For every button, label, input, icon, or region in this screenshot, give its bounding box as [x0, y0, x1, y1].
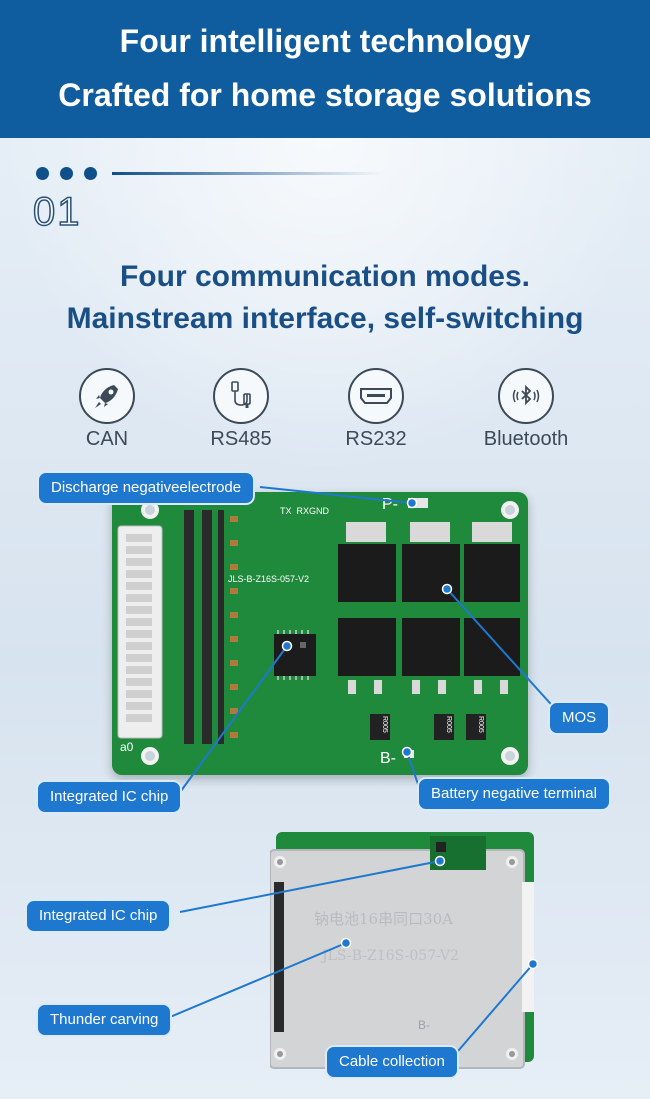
dot-1 — [36, 167, 49, 180]
callout-ic-chip-bottom: Integrated IC chip — [25, 899, 172, 933]
engraving-line1: 钠电池16串同口30A — [314, 910, 454, 928]
section-title-line2: Mainstream interface, self-switching — [66, 302, 584, 335]
section-divider-line — [112, 172, 382, 175]
callout-thunder-carving: Thunder carving — [36, 1003, 173, 1037]
shunt-label-1: R005 — [381, 716, 388, 733]
hdmi-port-icon — [348, 368, 404, 424]
mode-bluetooth: Bluetooth — [466, 368, 586, 451]
callout-ic-chip-top: Integrated IC chip — [36, 780, 183, 814]
shunt-label-2: R005 — [445, 716, 452, 733]
cover-corner-label: B- — [418, 1018, 430, 1032]
banner-title-line2: Crafted for home storage solutions — [58, 77, 592, 113]
silkscreen-part-number: JLS-B-Z16S-057-V2 — [228, 574, 310, 584]
banner-title-line1: Four intelligent technology — [119, 23, 531, 59]
callout-cable-collection: Cable collection — [325, 1045, 459, 1079]
mode-can-label: CAN — [85, 428, 129, 450]
callout-mos: MOS — [548, 701, 611, 735]
mode-rs232: RS232 — [316, 368, 436, 451]
mode-can: CAN — [47, 368, 167, 451]
section-title: Four communication modes. Mainstream int… — [0, 256, 650, 340]
silkscreen-pin-label: a0 — [120, 740, 134, 754]
section-number: 01 — [32, 189, 82, 235]
rocket-icon — [79, 368, 135, 424]
callout-discharge-negative: Discharge negativeelectrode — [37, 471, 256, 505]
usb-cable-icon — [213, 368, 269, 424]
callout-battery-negative: Battery negative terminal — [417, 777, 611, 811]
shunt-label-3: R005 — [477, 716, 484, 733]
banner-header: Four intelligent technology Crafted for … — [0, 0, 650, 138]
mode-bluetooth-label: Bluetooth — [483, 428, 569, 450]
bluetooth-icon — [498, 368, 554, 424]
mode-rs485-label: RS485 — [210, 428, 272, 450]
silkscreen-tx-rx: TX RXGND — [280, 506, 330, 516]
mode-rs485: RS485 — [181, 368, 301, 451]
silkscreen-b-minus: B- — [380, 750, 396, 767]
section-title-line1: Four communication modes. — [119, 260, 531, 293]
engraving-line2: JLS-B-Z16S-057-V2 — [322, 948, 459, 964]
mode-rs232-label: RS232 — [345, 428, 407, 450]
dot-3 — [84, 167, 97, 180]
dot-2 — [60, 167, 73, 180]
